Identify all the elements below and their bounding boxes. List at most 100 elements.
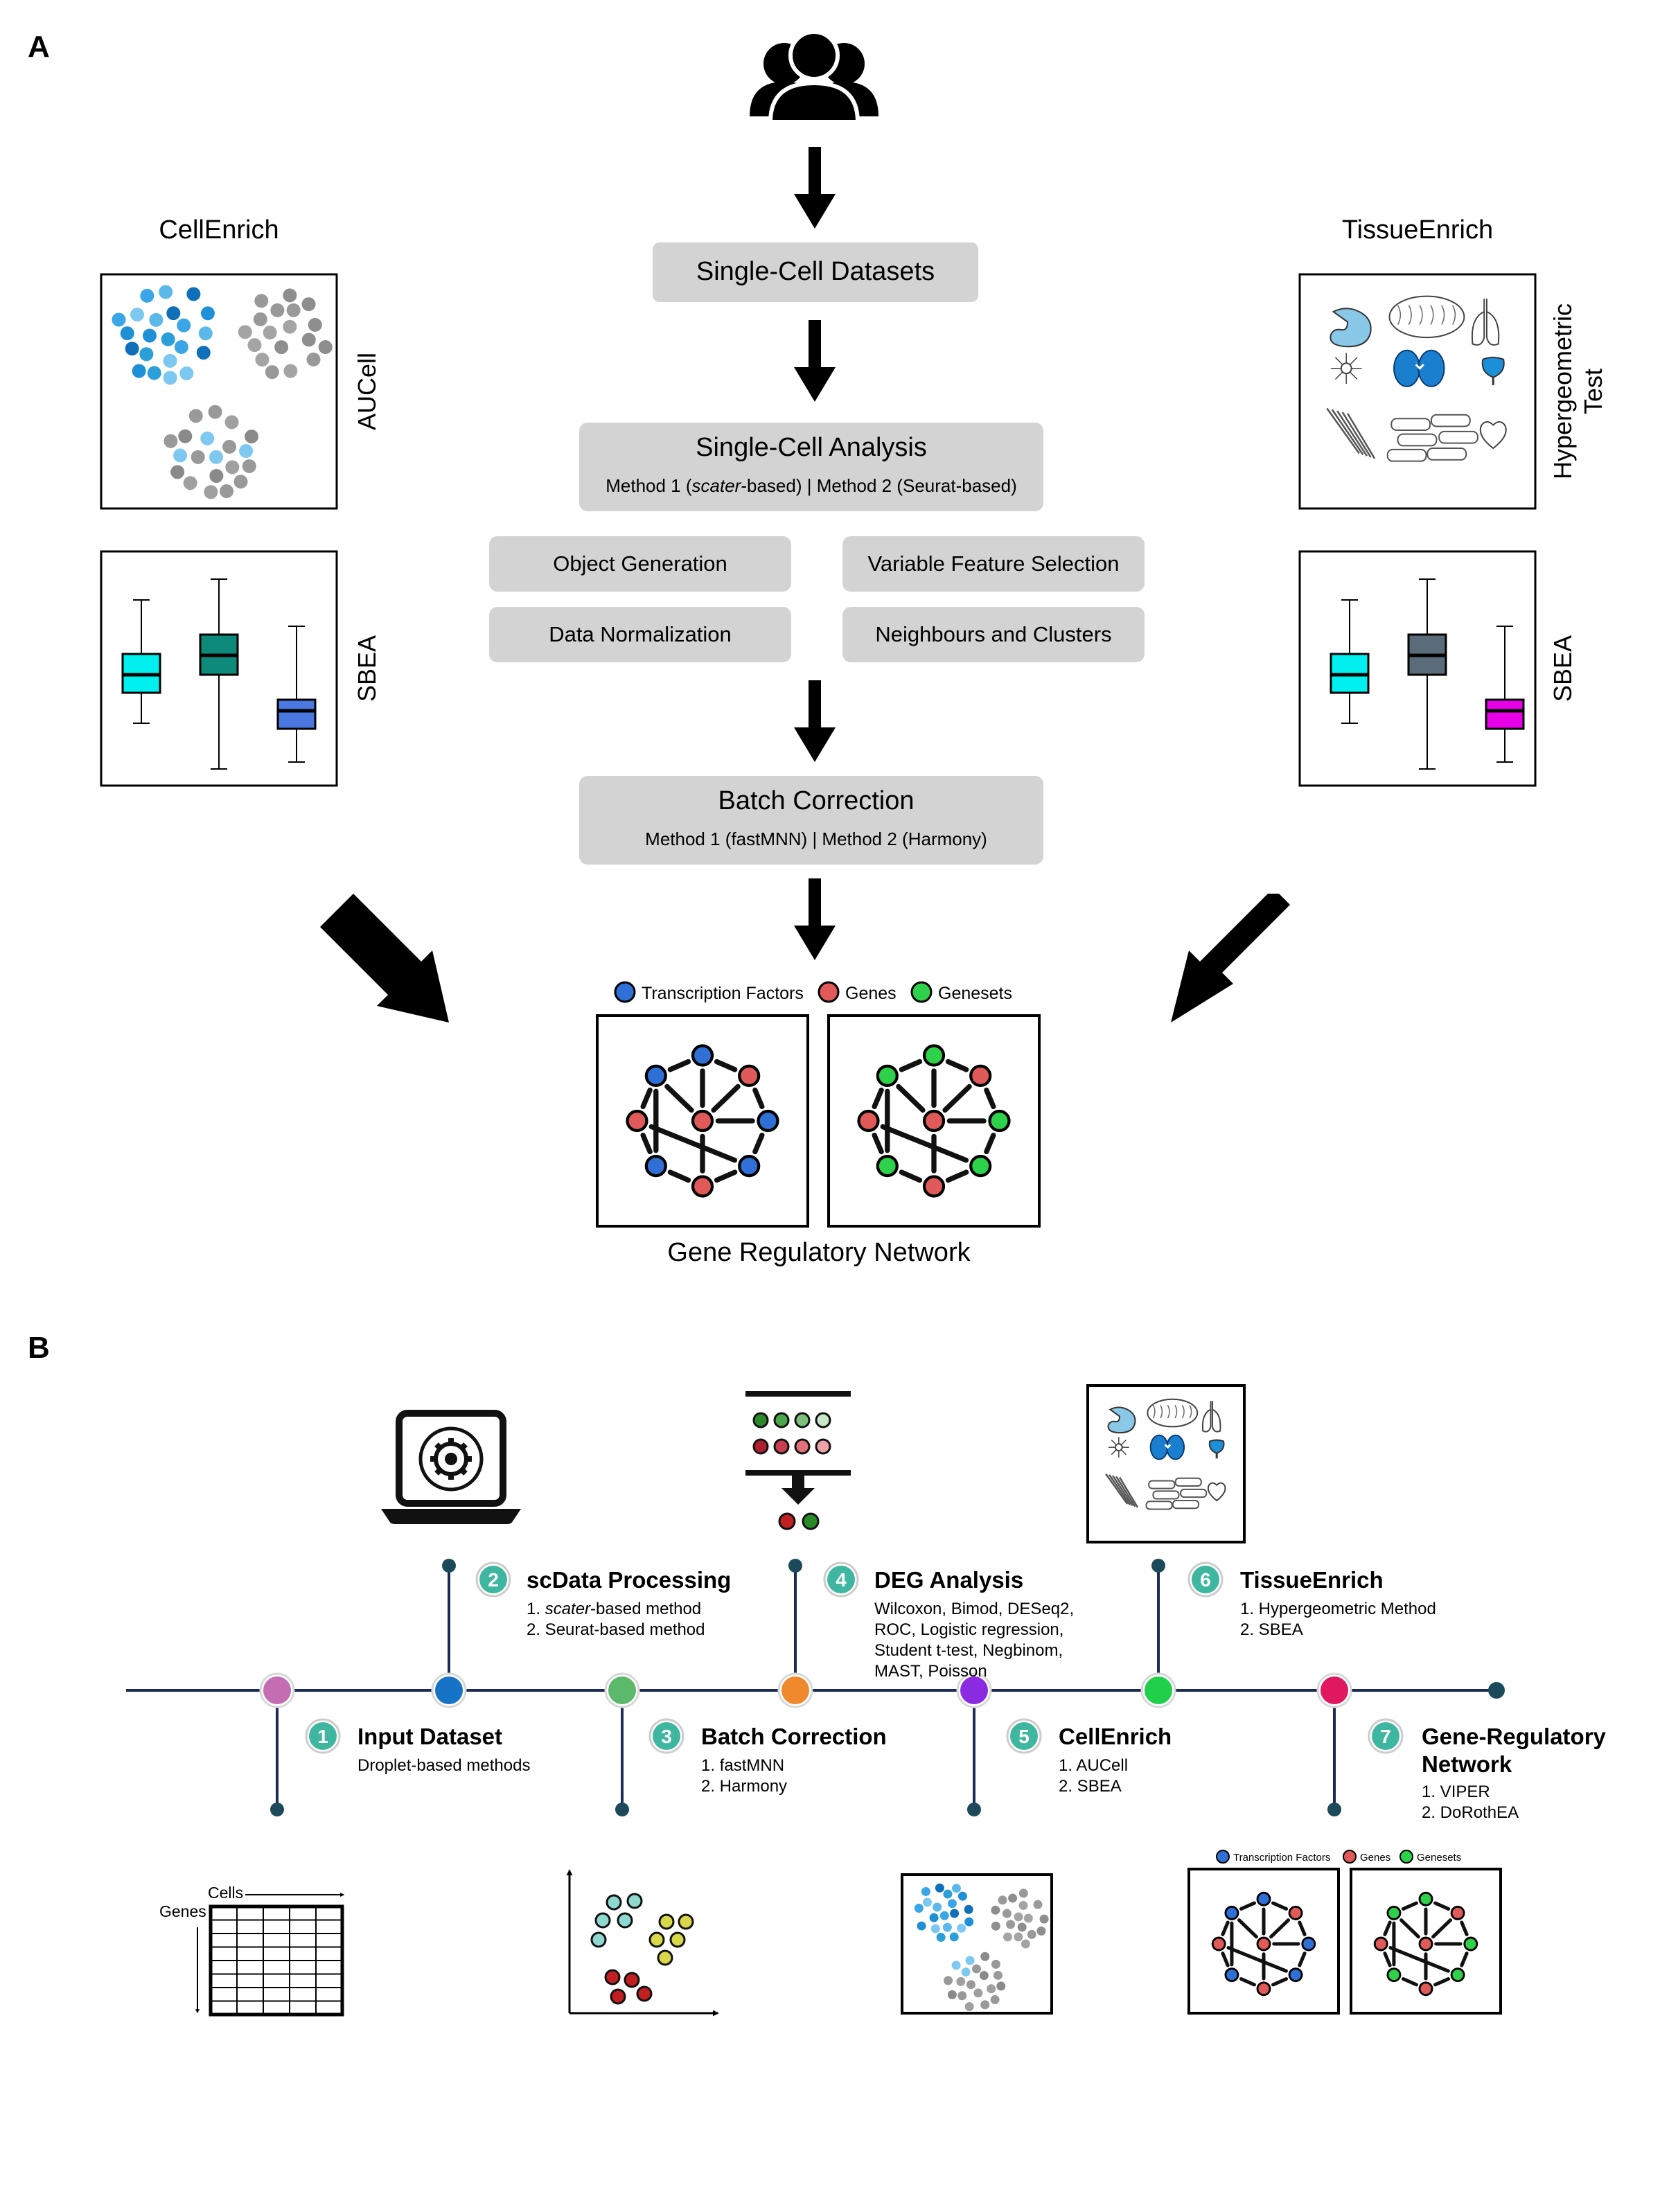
cell-dot: [933, 1902, 942, 1912]
cell-dot: [255, 353, 270, 367]
stage-badge: [1192, 1566, 1219, 1593]
cell-dot: [166, 306, 181, 321]
cell-dot: [159, 285, 173, 299]
legend-dot-genesets: [910, 981, 933, 1003]
network-edge: [714, 1059, 738, 1072]
cell-dot: [200, 306, 215, 321]
cell-dot: [1033, 1900, 1043, 1909]
cell-dot: [979, 1971, 989, 1981]
cell-dot: [1014, 1932, 1023, 1942]
cell-dot: [140, 288, 154, 303]
network-edge: [896, 1083, 926, 1113]
network-node: [1301, 1936, 1316, 1952]
network-edge: [945, 1169, 969, 1183]
legend-tf: Transcription Factors: [642, 984, 804, 1003]
cell-dot: [186, 287, 201, 301]
cell-dot: [936, 1932, 946, 1942]
stage-number: 2: [488, 1569, 499, 1591]
tissue-icon: [1148, 1480, 1176, 1489]
cell-dot: [991, 1959, 1000, 1969]
scatter-point: [604, 1969, 621, 1985]
stage-detail: 2. DoRothEA: [1422, 1803, 1519, 1822]
batch-subtitle: Method 1 (fastMNN) | Method 2 (Harmony): [645, 829, 987, 849]
legend-genesets: Genesets: [938, 984, 1012, 1003]
network-edge: [640, 1132, 653, 1155]
cell-dot: [951, 1884, 961, 1893]
tissue-icon: [1152, 1490, 1180, 1500]
cell-dot: [183, 476, 197, 490]
network-edge: [1298, 1952, 1307, 1967]
cell-dot: [1018, 1888, 1028, 1898]
network-node: [1450, 1967, 1465, 1983]
cell-dot: [263, 326, 277, 340]
cell-dot: [308, 317, 322, 332]
step-box: [842, 607, 1145, 662]
arrow-down: [794, 680, 836, 762]
cell-dot: [980, 2000, 990, 2010]
cluster-icon: [112, 285, 333, 499]
cell-dot: [209, 450, 224, 464]
cell-dot: [224, 415, 239, 430]
stage-title: scData Processing: [527, 1567, 731, 1593]
cell-dot: [177, 318, 191, 333]
cell-dot: [238, 325, 252, 339]
arrow-diagonal-left: [1171, 894, 1290, 1023]
stage-detail: 1. fastMNN: [701, 1756, 784, 1775]
stage-detail: MAST, Poisson: [874, 1662, 987, 1681]
timeline-endpoint: [1327, 1803, 1341, 1816]
cell-dot: [163, 371, 177, 385]
step-data-normalization: Data Normalization: [549, 622, 732, 646]
cell-dot: [188, 409, 203, 423]
scatter-point: [648, 1931, 665, 1948]
muscle-icon: [1105, 1473, 1129, 1505]
cell-dot: [200, 431, 215, 445]
cell-dot: [987, 1984, 996, 1994]
cell-dot: [1008, 1893, 1018, 1903]
scatter-point: [657, 1949, 673, 1966]
network-edge: [1237, 1918, 1258, 1939]
cell-dot: [998, 1895, 1007, 1905]
brain-icon: [1388, 295, 1465, 339]
cell-dot: [254, 294, 269, 308]
cell-dot: [283, 364, 298, 378]
cell-dot: [245, 430, 259, 444]
network-edge: [1401, 1977, 1418, 1987]
network-node: [876, 1064, 899, 1088]
cell-dot: [947, 1990, 957, 1999]
network-node: [1224, 1905, 1239, 1920]
muscle-icon: [1326, 407, 1360, 454]
muscle-icon: [1115, 1476, 1136, 1507]
tissue-icon: [1174, 1477, 1202, 1487]
network-node: [922, 1175, 946, 1198]
network-edge: [872, 1087, 884, 1110]
network-edge: [1460, 1920, 1469, 1936]
timeline-endpoint: [1151, 1559, 1165, 1573]
cell-dot: [274, 340, 289, 355]
cell-dot: [149, 312, 164, 327]
network-edge: [1298, 1920, 1307, 1936]
kidney-icon: [1166, 1434, 1185, 1460]
network-edge: [1271, 1977, 1289, 1987]
network-edge: [752, 1132, 765, 1155]
cell-dot: [142, 328, 157, 343]
stage-title: Batch Correction: [701, 1724, 887, 1749]
users-icon: [750, 30, 878, 124]
cell-dot: [1017, 1922, 1027, 1932]
stage-detail: 1. VIPER: [1422, 1782, 1490, 1801]
network-node: [1256, 1936, 1271, 1952]
scatter-point: [626, 1893, 643, 1909]
network-node: [691, 1109, 714, 1133]
step-variable-feature-selection: Variable Feature Selection: [867, 551, 1119, 576]
muscle-icon: [1109, 1474, 1131, 1505]
brain-icon: [1147, 1398, 1199, 1428]
timeline-stage-dot: [1145, 1676, 1172, 1704]
muscle-icon: [1112, 1475, 1133, 1507]
analysis-box: [579, 423, 1043, 511]
cell-dot: [178, 429, 193, 443]
cell-dot: [1006, 1920, 1016, 1929]
cell-dot: [191, 450, 205, 464]
stage-number: 5: [1018, 1726, 1030, 1747]
network-node: [1450, 1905, 1465, 1920]
stage-detail: 1. Hypergeometric Method: [1240, 1600, 1436, 1618]
